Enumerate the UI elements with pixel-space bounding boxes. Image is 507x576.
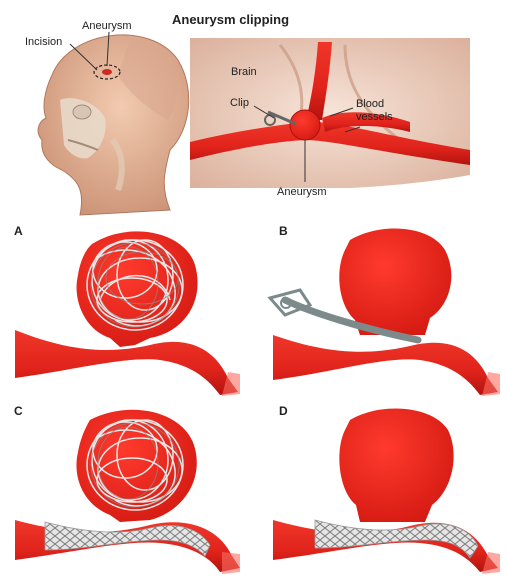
label-incision: Incision <box>25 36 62 48</box>
diagram-title: Aneurysm clipping <box>172 13 289 27</box>
panel-label-c: C <box>14 405 23 418</box>
head-illustration <box>38 32 189 215</box>
panel-label-b: B <box>279 225 288 238</box>
brain-vessel-illustration <box>190 38 470 188</box>
panel-d-art <box>273 409 500 574</box>
label-aneurysm-vessel: Aneurysm <box>277 186 327 198</box>
label-aneurysm-head: Aneurysm <box>82 20 132 32</box>
panel-a-art <box>15 231 240 396</box>
panel-b-art <box>270 229 500 396</box>
label-blood-vessels-line2: vessels <box>356 111 393 123</box>
label-blood-vessels-line1: Blood <box>356 98 384 110</box>
panel-label-a: A <box>14 225 23 238</box>
label-brain: Brain <box>231 66 257 78</box>
panel-label-d: D <box>279 405 288 418</box>
panel-c-art <box>15 410 240 574</box>
label-clip: Clip <box>230 97 249 109</box>
